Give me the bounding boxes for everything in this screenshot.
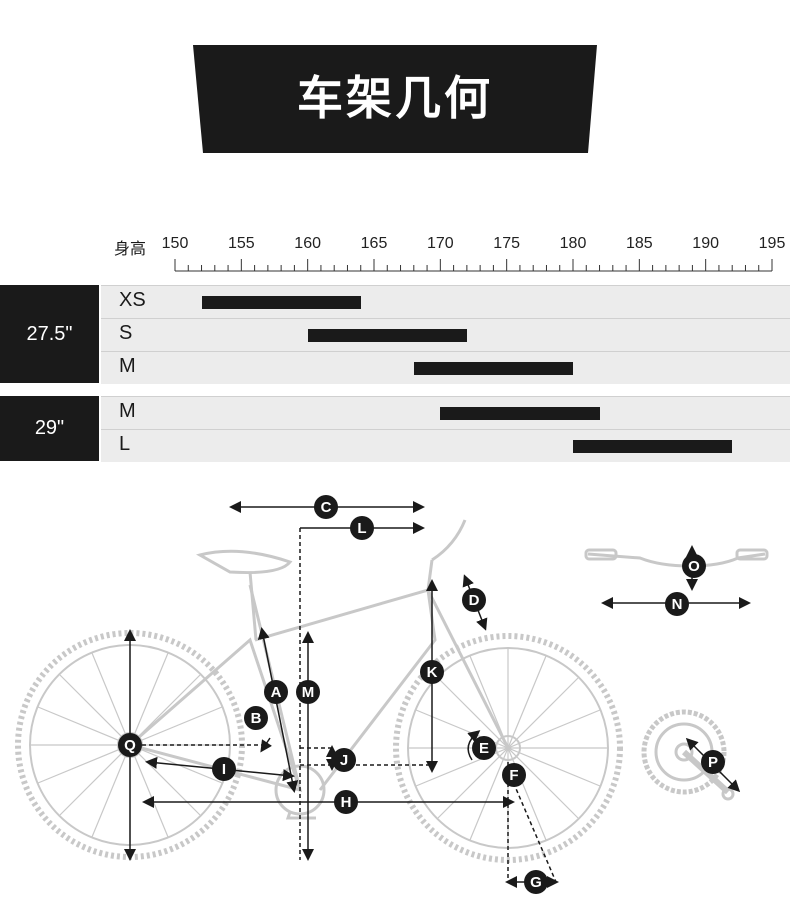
badge-letter: L — [357, 520, 366, 537]
bike-frame — [126, 519, 510, 820]
badge-letter: J — [340, 752, 348, 769]
badge-letter: Q — [124, 737, 136, 754]
height-tick-label: 195 — [758, 235, 786, 252]
badge-letter: D — [469, 592, 480, 609]
dimension-badge-o: O — [682, 554, 706, 578]
badge-letter: O — [688, 558, 700, 575]
size-row: S — [101, 318, 790, 351]
frame-size-label: M — [119, 355, 136, 377]
page-title: 车架几何 — [297, 71, 493, 125]
size-row: M — [101, 396, 790, 429]
height-range-bar — [413, 362, 573, 375]
badge-letter: F — [509, 767, 518, 784]
wheel-size-label: 29" — [0, 396, 99, 461]
dimension-badge-p: P — [701, 750, 725, 774]
badge-circle — [462, 588, 486, 612]
dimension-badge-b: B — [244, 706, 268, 730]
badge-circle — [665, 592, 689, 616]
badge-letter: E — [479, 740, 489, 757]
badge-circle — [332, 748, 356, 772]
height-tick-label: 155 — [227, 235, 255, 252]
badge-circle — [682, 554, 706, 578]
height-range-bar — [573, 440, 733, 453]
badge-letter: P — [708, 754, 718, 771]
badge-circle — [701, 750, 725, 774]
dimension-badge-l: L — [350, 516, 374, 540]
badge-circle — [334, 790, 358, 814]
height-range-bar — [307, 329, 467, 342]
dimension-badge-m: M — [296, 680, 320, 704]
dimension-badge-g: G — [524, 870, 548, 894]
height-tick-label: 185 — [625, 235, 653, 252]
badge-circle — [472, 736, 496, 760]
wheel-size-label: 27.5" — [0, 285, 99, 383]
height-tick-label: 175 — [493, 235, 521, 252]
dimension-badges: AB C D E F G H I J K L M N O P Q — [118, 495, 725, 894]
dimension-badge-n: N — [665, 592, 689, 616]
size-row: M — [101, 351, 790, 384]
dimension-badge-j: J — [332, 748, 356, 772]
height-tick-label: 180 — [559, 235, 587, 252]
frame-size-label: XS — [119, 289, 146, 311]
dimension-badge-e: E — [472, 736, 496, 760]
badge-circle — [118, 733, 142, 757]
height-tick-label: 165 — [360, 235, 388, 252]
badge-circle — [524, 870, 548, 894]
badge-letter: M — [302, 684, 315, 701]
badge-letter: H — [341, 794, 352, 811]
size-row: L — [101, 429, 790, 462]
dimension-badge-q: Q — [118, 733, 142, 757]
height-range-bar — [440, 407, 600, 420]
frame-size-label: L — [119, 433, 131, 455]
badge-letter: K — [427, 664, 438, 681]
badge-circle — [244, 706, 268, 730]
bike-geometry-diagram: AB C D E F G H I J K L M N O P Q — [15, 495, 769, 894]
dimension-badge-i: I — [212, 757, 236, 781]
size-row: XS — [101, 285, 790, 318]
dimension-badge-k: K — [420, 660, 444, 684]
badge-letter: G — [530, 874, 542, 891]
dimension-badge-c: C — [314, 495, 338, 519]
height-tick-label: 150 — [161, 235, 189, 252]
dimension-badge-f: F — [502, 763, 526, 787]
header-banner — [193, 45, 597, 153]
height-scale-label: 身高 — [114, 239, 147, 258]
dimension-badge-h: H — [334, 790, 358, 814]
badge-letter: C — [321, 499, 332, 516]
dimension-badge-a: A — [264, 680, 288, 704]
badge-letter: B — [251, 710, 262, 727]
badge-circle — [350, 516, 374, 540]
badge-letter: N — [672, 596, 683, 613]
handlebar-drawing — [584, 548, 769, 568]
badge-circle — [212, 757, 236, 781]
height-tick-label: 170 — [426, 235, 454, 252]
badge-letter: I — [222, 761, 226, 778]
height-range-bar — [201, 296, 361, 309]
badge-circle — [502, 763, 526, 787]
height-tick-label: 160 — [294, 235, 322, 252]
frame-size-label: M — [119, 400, 136, 422]
dimension-badge-d: D — [462, 588, 486, 612]
height-tick-label: 190 — [692, 235, 720, 252]
badge-circle — [420, 660, 444, 684]
frame-size-label: S — [119, 322, 133, 344]
badge-letter: A — [271, 684, 282, 701]
badge-circle — [264, 680, 288, 704]
badge-circle — [314, 495, 338, 519]
badge-circle — [296, 680, 320, 704]
height-ruler — [174, 259, 773, 272]
